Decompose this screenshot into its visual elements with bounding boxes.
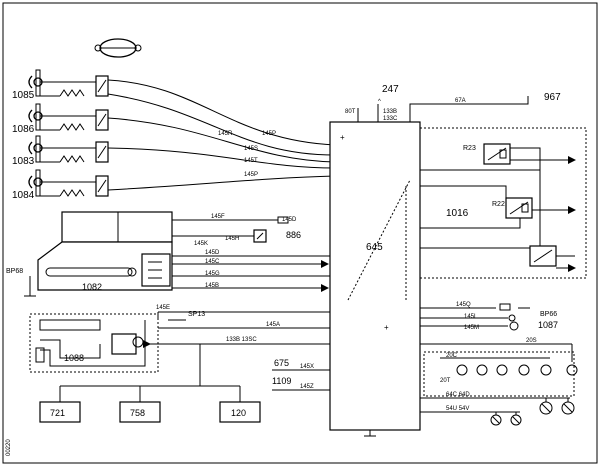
wire-67a: 67A [455,98,466,104]
wire-145e: 145E [156,305,170,311]
sensor-1083 [28,135,109,163]
side-ref-code: 00220 [6,439,12,456]
wire-145k: 145K [194,241,208,247]
wire-145z: 145Z [300,384,314,390]
label-1109: 1109 [272,376,291,386]
label-645: 645 [366,242,383,253]
motor-group [423,351,575,397]
unit-1088 [29,313,159,373]
wire-20s: 20S [526,338,537,344]
lamp-icon [94,38,142,58]
wire-20t: 20T [440,378,451,384]
relay-lower [529,245,557,267]
label-675: 675 [274,358,289,368]
relay-box-1016 [419,127,587,279]
label-967: 967 [544,92,561,103]
wire-145q: 145Q [456,302,471,308]
wire-133b-13sc: 133B 13SC [226,337,257,343]
label-1085: 1085 [12,90,35,101]
sensor-group-left [28,69,109,197]
box-721 [39,401,81,423]
box-120 [219,401,261,423]
switch-group-1087 [420,303,530,331]
lamp-row [490,401,575,426]
sensor-wires [107,79,336,191]
wire-145a: 145A [266,322,280,328]
wire-145g: 145G [205,271,220,277]
wire-145b: 145B [205,283,219,289]
wire-145p-a: 145P [262,131,276,137]
label-r23: R23 [463,145,476,152]
label-bp68-left: BP68 [6,268,23,275]
wire-145s: 145S [244,146,258,152]
label-1084: 1084 [12,190,35,201]
label-sp13: SP13 [188,311,205,318]
label-721: 721 [50,408,65,418]
wire-145d-b: 145D [205,250,220,256]
label-758: 758 [130,408,145,418]
label-120: 120 [231,408,246,418]
wire-80t: 80T [345,109,356,115]
module-internal-line [347,179,411,301]
sensor-1085 [28,69,109,97]
plus-mark: + [340,133,345,142]
relay-r22 [505,197,533,219]
wire-145r: 145R [218,131,233,137]
label-1016: 1016 [446,208,469,219]
wire-145d-a: 145D [282,217,297,223]
wire-145f: 145F [211,214,225,220]
wire-64c-64d: 64C 64D [446,392,470,398]
label-1088: 1088 [64,353,84,363]
sensor-1086 [28,103,109,131]
label-247: 247 [382,84,399,95]
wire-20c: 20C [446,353,458,359]
label-r22: R22 [492,201,505,208]
label-1087: 1087 [538,320,558,330]
label-1082: 1082 [82,282,102,292]
wire-54u-54v: 54U 54V [446,406,469,412]
svg-text:^: ^ [378,99,381,105]
wire-133b: 133B [383,109,397,115]
wire-145t: 145T [244,158,258,164]
plus-mark-2: + [384,323,389,332]
label-1086: 1086 [12,124,35,135]
box-758 [119,401,161,423]
label-bp66: BP66 [540,311,557,318]
wire-133c: 133C [383,116,398,122]
wire-145x: 145X [300,364,314,370]
wire-145l: 145L [464,314,478,320]
module-645 [329,121,421,431]
motor-row [456,364,578,376]
wire-145c: 145C [205,259,220,265]
component-886 [172,216,289,243]
label-886: 886 [286,230,301,240]
unit-1082 [37,211,173,291]
sensor-1084 [28,169,109,197]
wire-145p-b: 145P [244,172,258,178]
wire-145m: 145M [464,325,479,331]
wire-145h: 145H [225,236,239,242]
relay-r23 [483,143,511,165]
label-1083: 1083 [12,156,35,167]
